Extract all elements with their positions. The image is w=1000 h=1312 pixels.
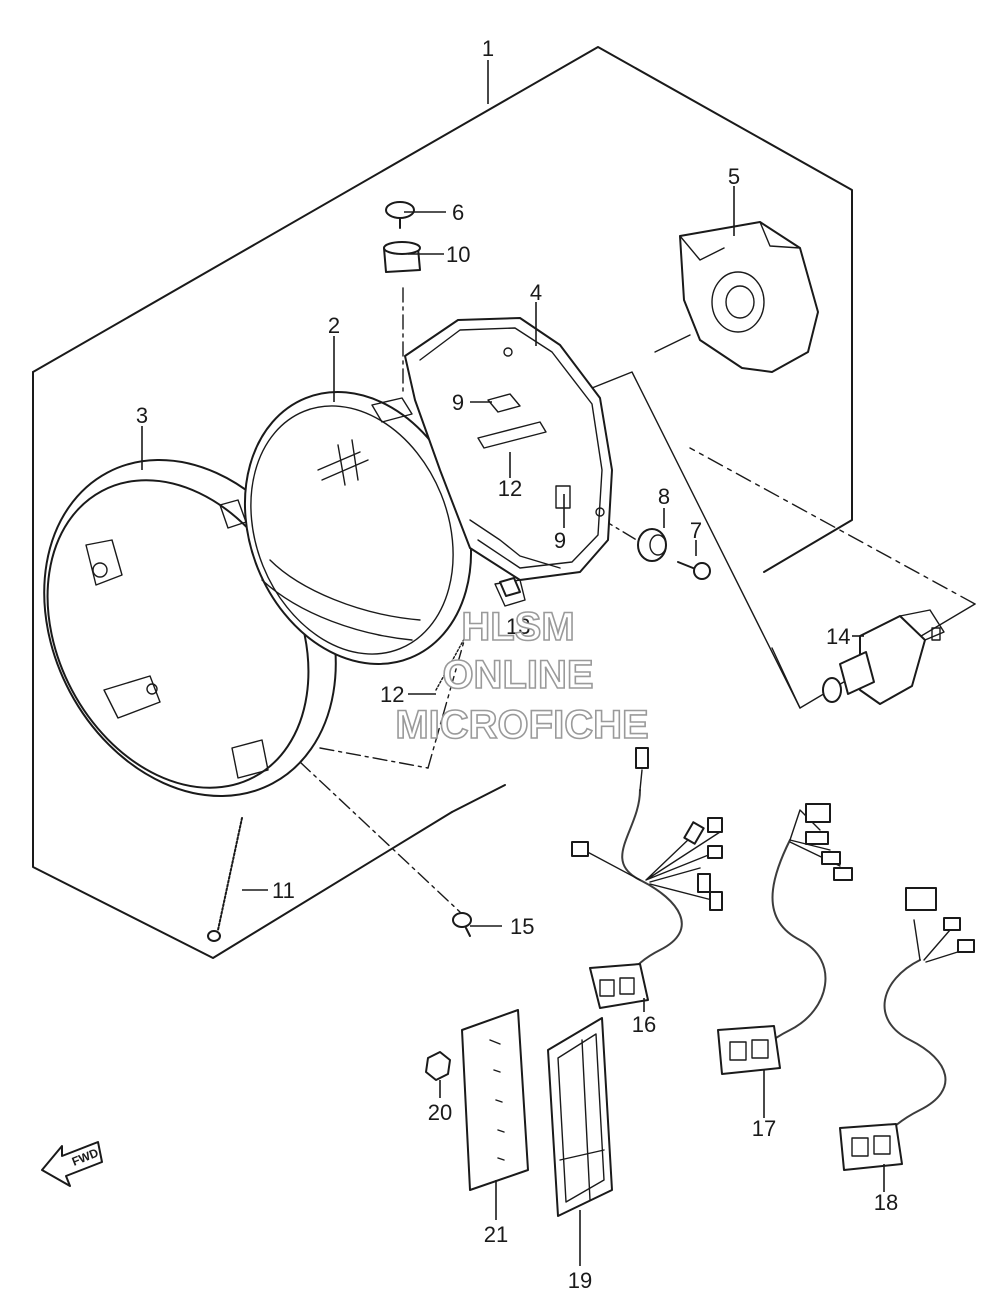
screw-part-15 [452,912,472,937]
callout-10: 10 [446,242,470,267]
bolt-part-7 [677,561,711,580]
assembly-frame-1 [32,46,853,959]
watermark-line-3: MICROFICHE [395,703,648,747]
watermark-line-1: HLSM [461,605,574,649]
callout-19: 19 [568,1268,592,1293]
callout-4: 4 [530,280,542,305]
callout-12-upper: 12 [498,476,522,501]
callout-14: 14 [826,624,850,649]
callout-3: 3 [136,403,148,428]
long-screw-part-11 [207,817,243,942]
watermark-line-2: ONLINE [442,653,593,697]
callout-6: 6 [452,200,464,225]
callout-7: 7 [690,518,702,543]
wiring-harness-part-16 [571,747,723,1009]
grommet-part-10 [383,241,421,273]
spring-part-12 [435,631,469,691]
callout-20: 20 [428,1100,452,1125]
nut-part-13 [499,577,521,597]
callout-8: 8 [658,484,670,509]
callout-9-lower: 9 [554,528,566,553]
watermark: HLSM ONLINE MICROFICHE [395,604,650,748]
callout-1: 1 [482,36,494,61]
callout-11: 11 [272,878,295,903]
wiring-harness-part-18 [839,887,975,1171]
housing-bracket-part-4 [404,317,613,607]
bulb-part-14 [822,609,945,705]
callout-12-lower: 12 [380,682,404,707]
callout-21: 21 [484,1222,508,1247]
reflector-plate-part-21 [461,1009,529,1191]
callout-13: 13 [506,614,530,639]
wiring-harness-part-17 [717,803,853,1075]
callout-numbers: 1 2 3 4 5 6 10 7 8 9 9 12 13 12 14 11 15… [136,36,898,1293]
callout-2: 2 [328,313,340,338]
bulb-cover-part-5 [679,221,819,373]
callout-5: 5 [728,164,740,189]
forward-direction-arrow: FWD [41,1141,103,1187]
callout-15: 15 [510,914,534,939]
screw-part-6 [385,201,415,229]
nut-part-20 [425,1051,451,1081]
callout-16: 16 [632,1012,656,1037]
callout-17: 17 [752,1116,776,1141]
grommet-part-8 [637,528,667,562]
callout-leader-lines [141,60,885,1266]
callout-18: 18 [874,1190,898,1215]
reflector-part-19 [547,1017,613,1217]
callout-9-upper: 9 [452,390,464,415]
